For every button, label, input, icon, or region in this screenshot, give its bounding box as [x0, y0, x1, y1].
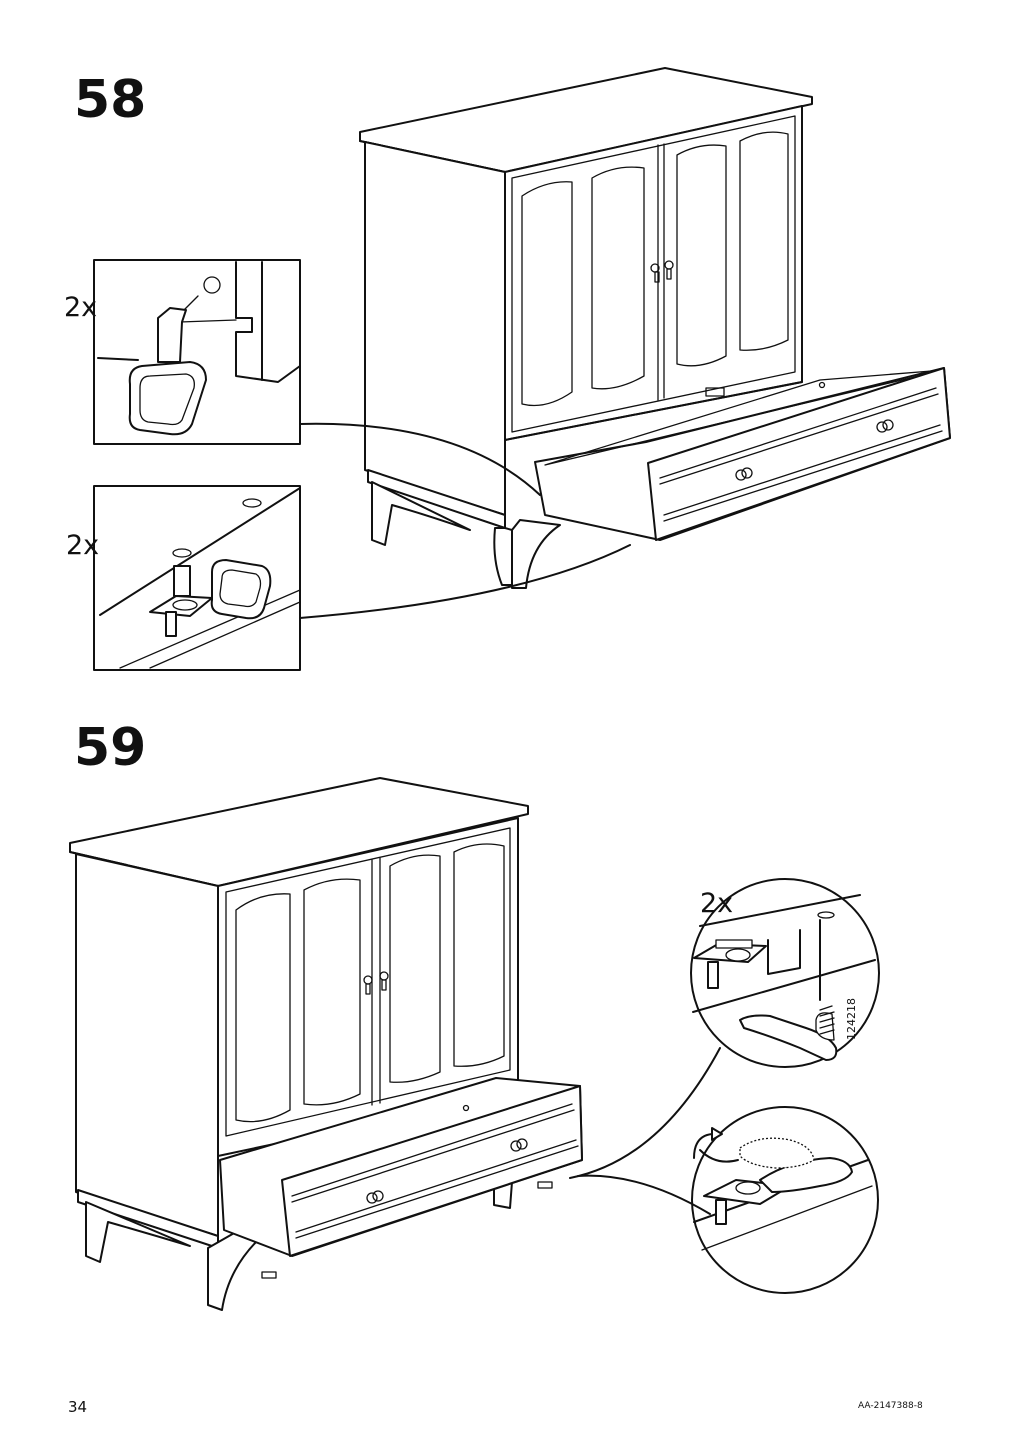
step-59-part-number: 124218 [845, 998, 858, 1040]
step-58-detail-drawer-stop [93, 485, 301, 671]
step-58-cabinet-illustration [359, 67, 951, 589]
page-number: 34 [68, 1398, 88, 1416]
step-58-callout-2-quantity: 2x [66, 530, 100, 561]
step-59-callout-quantity: 2x [700, 888, 734, 919]
step-59-callout-curve-1 [569, 1047, 721, 1179]
step-58-callout-1-quantity: 2x [64, 292, 98, 323]
step-59-cabinet-illustration [69, 777, 583, 1311]
step-59-detail-insert-stop [690, 878, 880, 1068]
step-59-number: 59 [74, 718, 147, 778]
step-58-detail-rail-insert [93, 259, 301, 445]
step-59-detail-tighten-stop [691, 1106, 879, 1294]
step-58-callout-curve-1 [299, 422, 541, 496]
step-59-callout-curve-2 [577, 1174, 711, 1215]
step-58-callout-curve-2 [299, 544, 631, 619]
document-code: AA-2147388-8 [858, 1401, 923, 1411]
step-58-number: 58 [74, 70, 147, 130]
